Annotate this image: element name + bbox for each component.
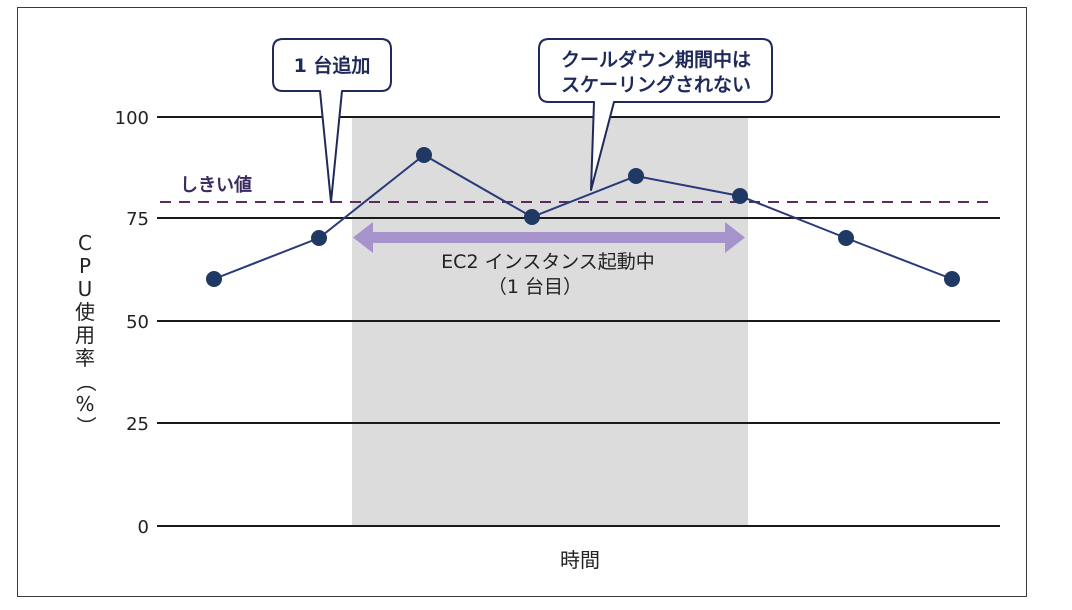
callout-cooldown-line1: クールダウン期間中は xyxy=(561,48,751,71)
data-point xyxy=(944,271,960,287)
y-tick-100: 100 xyxy=(115,108,149,129)
y-tick-0: 0 xyxy=(138,517,149,538)
data-point xyxy=(628,168,644,184)
data-point xyxy=(838,230,854,246)
threshold-label: しきい値 xyxy=(180,174,252,196)
callout-cooldown-line2: スケーリングされない xyxy=(561,73,751,96)
y-title-char: 用 xyxy=(75,323,95,347)
y-title-char: 使 xyxy=(75,300,95,324)
data-point xyxy=(206,271,222,287)
data-point xyxy=(524,209,540,225)
data-point xyxy=(732,188,748,204)
data-point xyxy=(311,230,327,246)
instance-launch-label-line1: EC2 インスタンス起動中 xyxy=(441,251,655,273)
callout-add-instance: 1 台追加 xyxy=(272,38,392,203)
y-title-char: C xyxy=(78,231,92,255)
data-point xyxy=(416,147,432,163)
gridlines xyxy=(157,116,1000,527)
y-tick-75: 75 xyxy=(126,209,149,230)
y-tick-labels: 100 75 50 25 0 xyxy=(115,108,149,538)
y-tick-50: 50 xyxy=(126,312,149,333)
y-title-char: % xyxy=(75,392,94,416)
cpu-usage-line xyxy=(213,153,953,280)
y-tick-25: 25 xyxy=(126,414,149,435)
y-axis-title: C P U 使 用 率 （ % ） xyxy=(74,231,98,436)
callout-cooldown: クールダウン期間中は スケーリングされない xyxy=(538,38,773,191)
y-title-char: 率 xyxy=(75,346,95,370)
x-axis-title: 時間 xyxy=(560,548,600,572)
callout-add-instance-text: 1 台追加 xyxy=(294,54,371,77)
y-title-char: P xyxy=(79,254,91,278)
y-title-char: ） xyxy=(74,416,98,436)
instance-launch-arrow xyxy=(353,222,745,253)
y-title-char: （ xyxy=(74,372,98,392)
y-title-char: U xyxy=(78,277,93,301)
data-markers xyxy=(206,147,960,287)
instance-launch-label-line2: （1 台目） xyxy=(488,276,582,298)
